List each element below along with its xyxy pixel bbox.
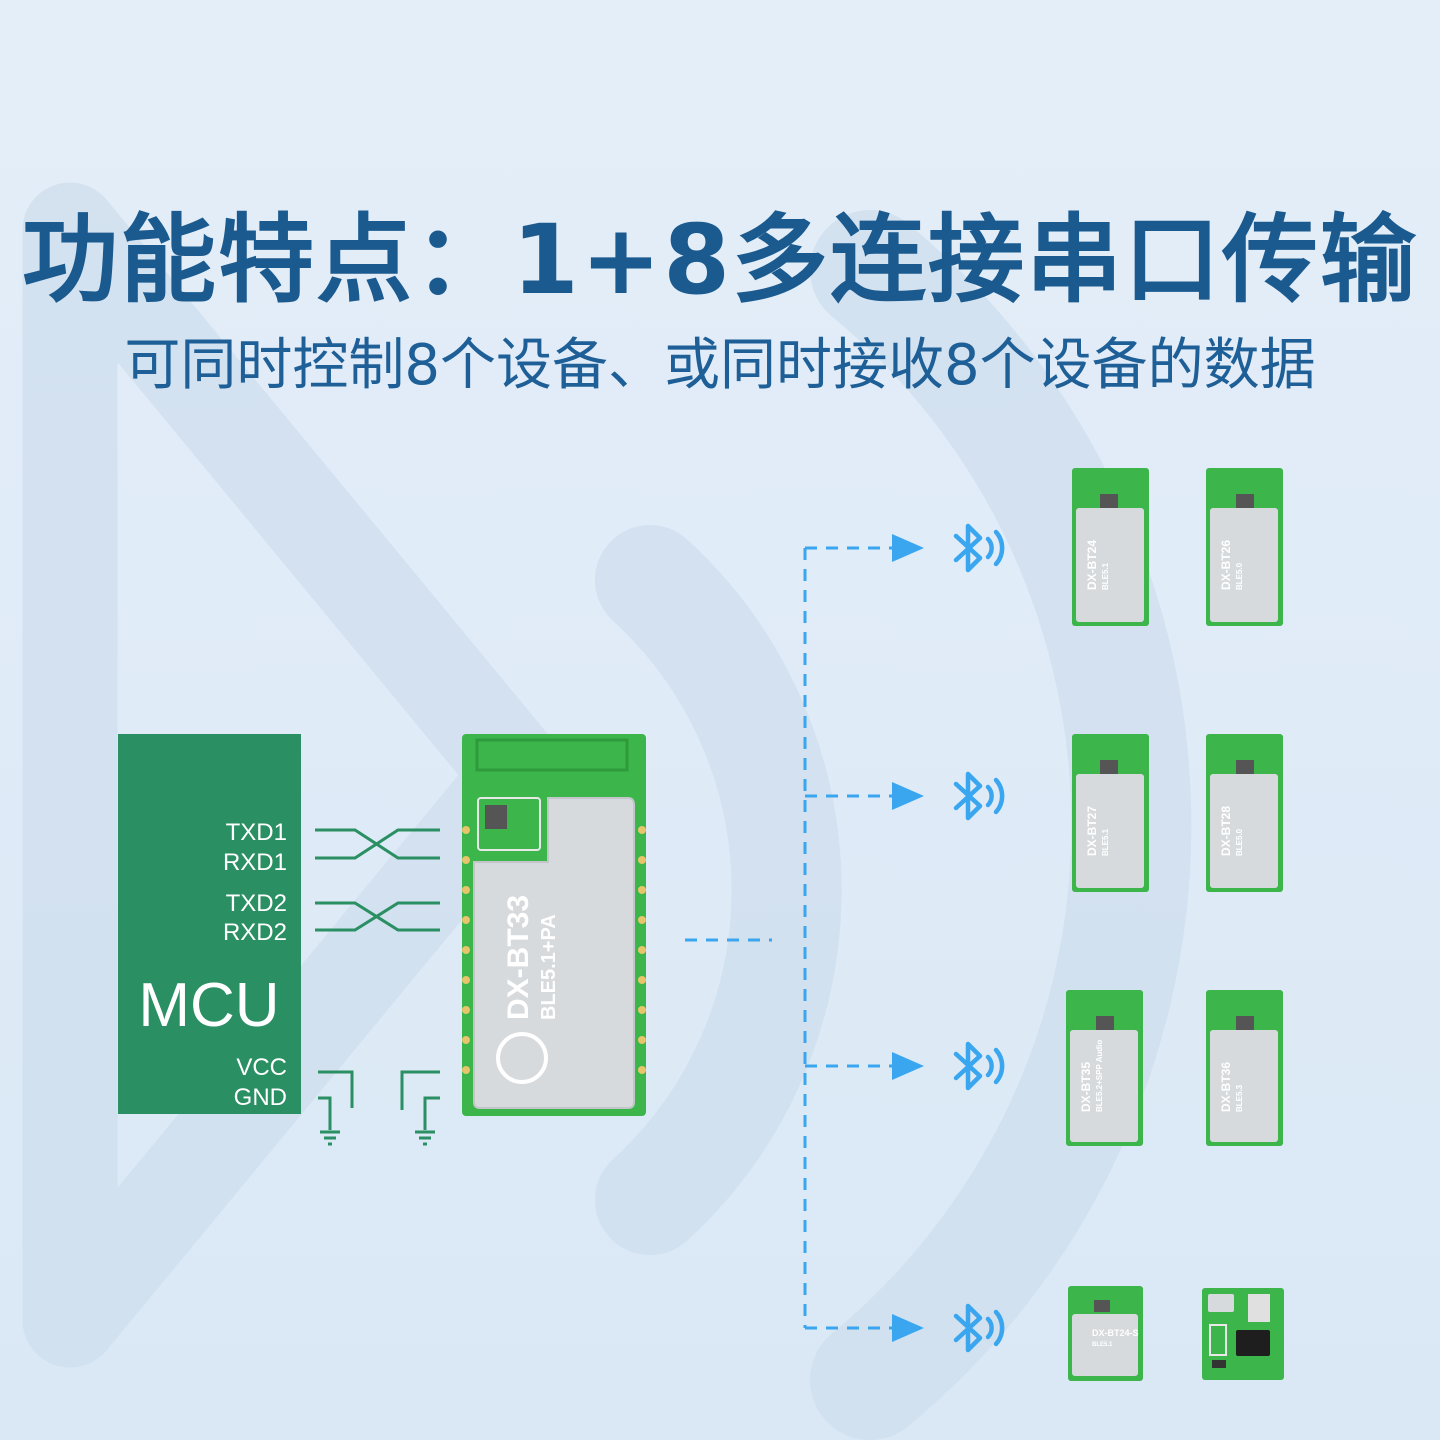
pin-label-txd2: TXD2	[226, 890, 287, 917]
slave-model-label: DX-BT24-S	[1092, 1328, 1139, 1338]
slave-module: DX-BT28 BLE5.0	[1206, 734, 1283, 892]
pin-label-rxd2: RXD2	[223, 919, 287, 946]
slave-module	[1202, 1288, 1284, 1380]
pin-label-gnd: GND	[234, 1084, 287, 1111]
slave-module: DX-BT36 BLE5.3	[1206, 990, 1283, 1146]
slave-model-label: DX-BT26	[1219, 540, 1233, 590]
slave-module: DX-BT26 BLE5.0	[1206, 468, 1283, 626]
mcu-block: TXD1 RXD1 TXD2 RXD2 MCU VCC GND	[118, 734, 301, 1114]
brand-logo-icon	[496, 1032, 548, 1084]
slave-spec-label: BLE5.1	[1101, 562, 1110, 590]
slave-module: DX-BT35 BLE5.2+SPP Audio	[1066, 990, 1143, 1146]
master-spec-label: BLE5.1+PA	[538, 914, 560, 1020]
slave-module: DX-BT24-S BLE5.1	[1068, 1286, 1143, 1381]
slave-spec-label: BLE5.1	[1101, 828, 1110, 856]
uart-wires	[315, 828, 440, 1130]
slave-module: DX-BT24 BLE5.1	[1072, 468, 1149, 626]
link-lines	[685, 546, 895, 1330]
slave-model-label: DX-BT36	[1219, 1062, 1233, 1112]
slave-spec-label: BLE5.2+SPP Audio	[1095, 1040, 1104, 1112]
slave-model-label: DX-BT24	[1085, 540, 1099, 590]
slave-module: DX-BT27 BLE5.1	[1072, 734, 1149, 892]
arrow-right-icon	[892, 1314, 924, 1342]
slave-spec-label: BLE5.0	[1235, 562, 1244, 590]
page-title: 功能特点：1+8多连接串口传输	[21, 204, 1419, 316]
ground-icon	[413, 1130, 437, 1146]
bluetooth-signal-icon	[956, 526, 1002, 570]
bluetooth-signal-icon	[956, 1044, 1002, 1088]
slave-spec-label: BLE5.3	[1235, 1084, 1244, 1112]
arrow-right-icon	[892, 782, 924, 810]
mcu-label: MCU	[138, 971, 279, 1040]
slave-model-label: DX-BT35	[1079, 1062, 1093, 1112]
slave-spec-label: BLE5.1	[1092, 1342, 1113, 1348]
pin-label-txd1: TXD1	[226, 819, 287, 846]
arrow-right-icon	[892, 534, 924, 562]
master-model-label: DX-BT33	[502, 895, 535, 1020]
pin-label-rxd1: RXD1	[223, 849, 287, 876]
pin-label-vcc: VCC	[236, 1054, 287, 1081]
slave-model-label: DX-BT28	[1219, 806, 1233, 856]
arrow-right-icon	[892, 1052, 924, 1080]
slave-model-label: DX-BT27	[1085, 806, 1099, 856]
master-module: DX-BT33 BLE5.1+PA	[462, 734, 646, 1116]
bluetooth-signal-icon	[956, 1306, 1002, 1350]
page-subtitle: 可同时控制8个设备、或同时接收8个设备的数据	[124, 333, 1316, 398]
ground-icon	[318, 1130, 342, 1146]
bluetooth-signal-icon	[956, 774, 1002, 818]
slave-spec-label: BLE5.0	[1235, 828, 1244, 856]
